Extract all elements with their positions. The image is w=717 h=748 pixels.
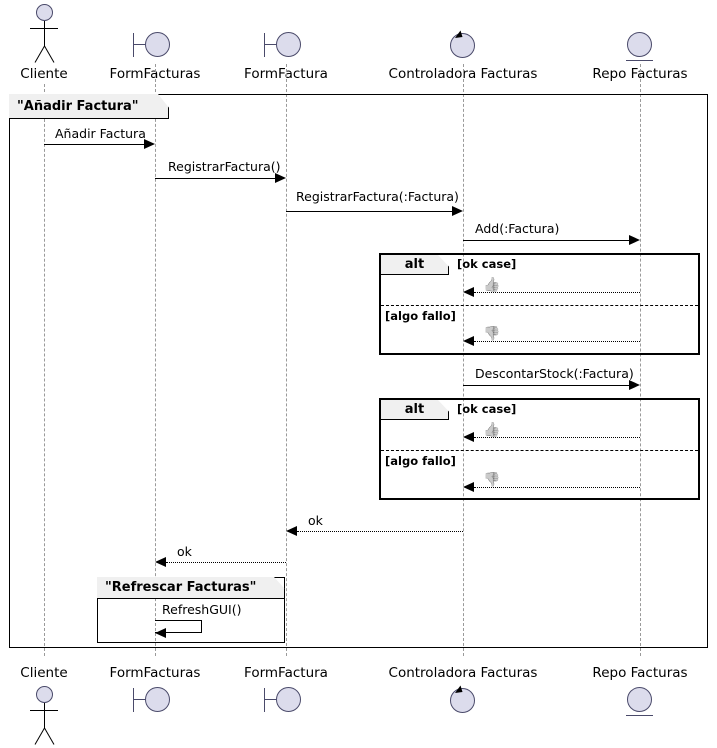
message-line-anadir-factura <box>44 144 144 145</box>
message-label-anadir-factura: Añadir Factura <box>55 126 146 141</box>
lifeline-controladora <box>463 64 464 656</box>
participant-footer-label-controladora: Controladora Facturas <box>388 665 538 681</box>
arrowhead-right-icon <box>144 139 155 149</box>
thumbs-up-icon: 👍 <box>483 277 501 293</box>
frame-label-anadir-factura: "Añadir Factura" <box>9 94 169 119</box>
message-line-ok-emoji-2 <box>474 437 640 438</box>
participant-label-cliente: Cliente <box>20 66 68 82</box>
message-line-fail-emoji-1 <box>474 341 640 342</box>
message-label-ok-2: ok <box>177 544 192 559</box>
alt-divider-1 <box>381 305 698 306</box>
boundary-icon <box>133 684 177 716</box>
lifeline-repo <box>640 64 641 656</box>
arrowhead-left-icon <box>286 526 297 536</box>
arrowhead-left-icon <box>463 287 474 297</box>
message-line-fail-emoji-2 <box>474 487 640 488</box>
entity-icon <box>623 31 657 65</box>
entity-icon <box>623 686 657 720</box>
lifeline-formfacturas <box>155 64 156 656</box>
actor-icon <box>22 4 66 63</box>
arrowhead-right-icon <box>629 380 640 390</box>
boundary-icon <box>133 29 177 61</box>
alt-operator-label-1: alt <box>381 255 449 275</box>
thumbs-down-icon: 👎 <box>483 326 501 342</box>
alt-fragment-2 <box>379 398 700 500</box>
frame-anadir-factura <box>9 94 708 648</box>
lifeline-formfactura <box>286 64 287 656</box>
alt-operator-label-2: alt <box>381 400 449 420</box>
message-line-add-factura <box>463 240 629 241</box>
message-label-descontar-stock: DescontarStock(:Factura) <box>475 366 634 381</box>
self-message-refresh-gui <box>155 620 202 633</box>
arrowhead-right-icon <box>452 206 463 216</box>
participant-footer-label-formfacturas: FormFacturas <box>109 665 201 681</box>
message-label-registrar-factura: RegistrarFactura() <box>168 159 281 174</box>
message-line-registrar-factura <box>155 178 275 179</box>
lifeline-cliente <box>44 84 45 656</box>
message-label-registrar-factura-param: RegistrarFactura(:Factura) <box>296 189 459 204</box>
participant-footer-label-cliente: Cliente <box>20 665 68 681</box>
frame-label-refrescar-facturas: "Refrescar Facturas" <box>97 577 285 599</box>
thumbs-down-icon: 👎 <box>483 472 501 488</box>
message-line-ok-emoji-1 <box>474 292 640 293</box>
arrowhead-left-icon <box>463 336 474 346</box>
guard-ok-case-1: [ok case] <box>457 257 517 271</box>
participant-footer-label-formfactura: FormFactura <box>244 665 328 681</box>
boundary-icon <box>264 29 308 61</box>
alt-fragment-1 <box>379 253 700 355</box>
alt-divider-2 <box>381 450 698 451</box>
message-line-ok-1 <box>297 531 463 532</box>
actor-icon <box>22 686 66 745</box>
arrowhead-left-icon <box>155 557 166 567</box>
message-line-descontar-stock <box>463 385 629 386</box>
thumbs-up-icon: 👍 <box>483 422 501 438</box>
guard-algo-fallo-1: [algo fallo] <box>385 309 456 323</box>
message-label-refresh-gui: RefreshGUI() <box>162 602 242 617</box>
message-line-ok-2 <box>166 562 286 563</box>
message-label-add-factura: Add(:Factura) <box>475 221 560 236</box>
control-icon <box>446 684 480 716</box>
message-line-registrar-factura-param <box>286 211 452 212</box>
message-label-ok-1: ok <box>308 513 323 528</box>
control-icon <box>446 29 480 61</box>
arrowhead-left-icon <box>155 628 166 638</box>
boundary-icon <box>264 684 308 716</box>
arrowhead-left-icon <box>463 482 474 492</box>
arrowhead-right-icon <box>629 235 640 245</box>
participant-footer-label-repo: Repo Facturas <box>592 665 688 681</box>
arrowhead-right-icon <box>275 173 286 183</box>
guard-algo-fallo-2: [algo fallo] <box>385 454 456 468</box>
arrowhead-left-icon <box>463 432 474 442</box>
guard-ok-case-2: [ok case] <box>457 402 517 416</box>
